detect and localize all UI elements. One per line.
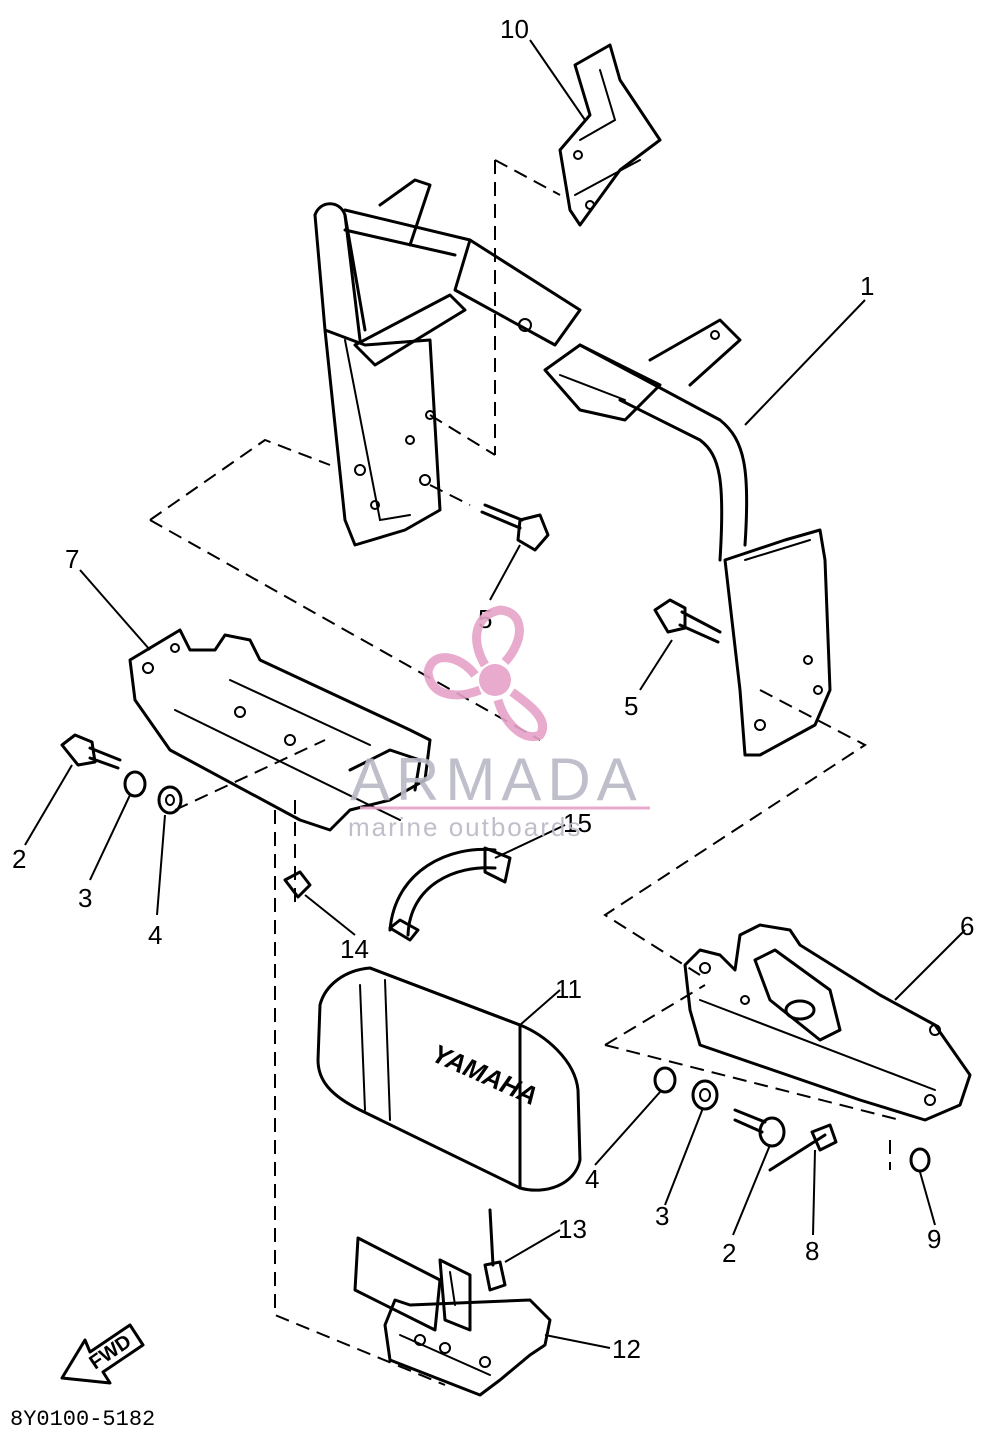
callout-14: 14 (340, 934, 369, 964)
part-7-left-bracket (128, 628, 432, 832)
callout-10: 10 (500, 14, 529, 44)
part-5-bolt-lower (653, 598, 722, 644)
part-2-bolt-left (60, 733, 122, 770)
tank-brand-text: YAMAHA (428, 1038, 543, 1111)
part-12-tank-holder (353, 1236, 552, 1397)
callout-numbers: 1 2 2 3 3 4 4 5 5 6 7 8 9 10 11 12 13 14… (12, 14, 974, 1364)
part-4-washer-left (157, 785, 183, 815)
callout-7: 7 (65, 544, 79, 574)
callout-4-right: 4 (585, 1164, 599, 1194)
watermark: ARMADA marine outboards (348, 605, 650, 842)
forward-arrow: FWD (60, 1323, 145, 1385)
part-6-right-bracket (683, 923, 972, 1122)
callout-9: 9 (927, 1224, 941, 1254)
callout-3-right: 3 (655, 1201, 669, 1231)
callout-15: 15 (563, 808, 592, 838)
part-1-handle-frame (313, 178, 832, 757)
part-15-strap (388, 846, 512, 942)
part-5-bolt-upper (480, 503, 550, 552)
callout-11: 11 (555, 974, 582, 1004)
callout-5-lower: 5 (624, 691, 638, 721)
leader-lines (24, 39, 966, 1349)
watermark-title: ARMADA (350, 746, 643, 813)
diagram-code: 8Y0100-5182 (10, 1407, 155, 1432)
part-4-washer-right (653, 1066, 677, 1094)
part-3-washer-right (691, 1079, 719, 1111)
propeller-icon (423, 605, 548, 741)
part-2-bolt-right (733, 1108, 786, 1148)
callout-2-left: 2 (12, 844, 26, 874)
part-11-fuel-tank: YAMAHA (316, 966, 582, 1192)
callout-6: 6 (960, 911, 974, 941)
part-10-top-bracket (558, 43, 662, 227)
part-14-grommet (283, 870, 312, 899)
part-9-washer (909, 1147, 931, 1173)
callout-3-left: 3 (78, 883, 92, 913)
callout-13: 13 (558, 1214, 587, 1244)
callout-1: 1 (860, 271, 874, 301)
callout-12: 12 (612, 1334, 641, 1364)
part-8-pin (768, 1123, 838, 1172)
part-3-washer-left (123, 770, 147, 798)
watermark-subtitle: marine outboards (348, 812, 582, 842)
part-13-bolt (483, 1208, 507, 1292)
callout-8: 8 (805, 1236, 819, 1266)
callout-4-left: 4 (148, 920, 162, 950)
callout-2-right: 2 (722, 1238, 736, 1268)
